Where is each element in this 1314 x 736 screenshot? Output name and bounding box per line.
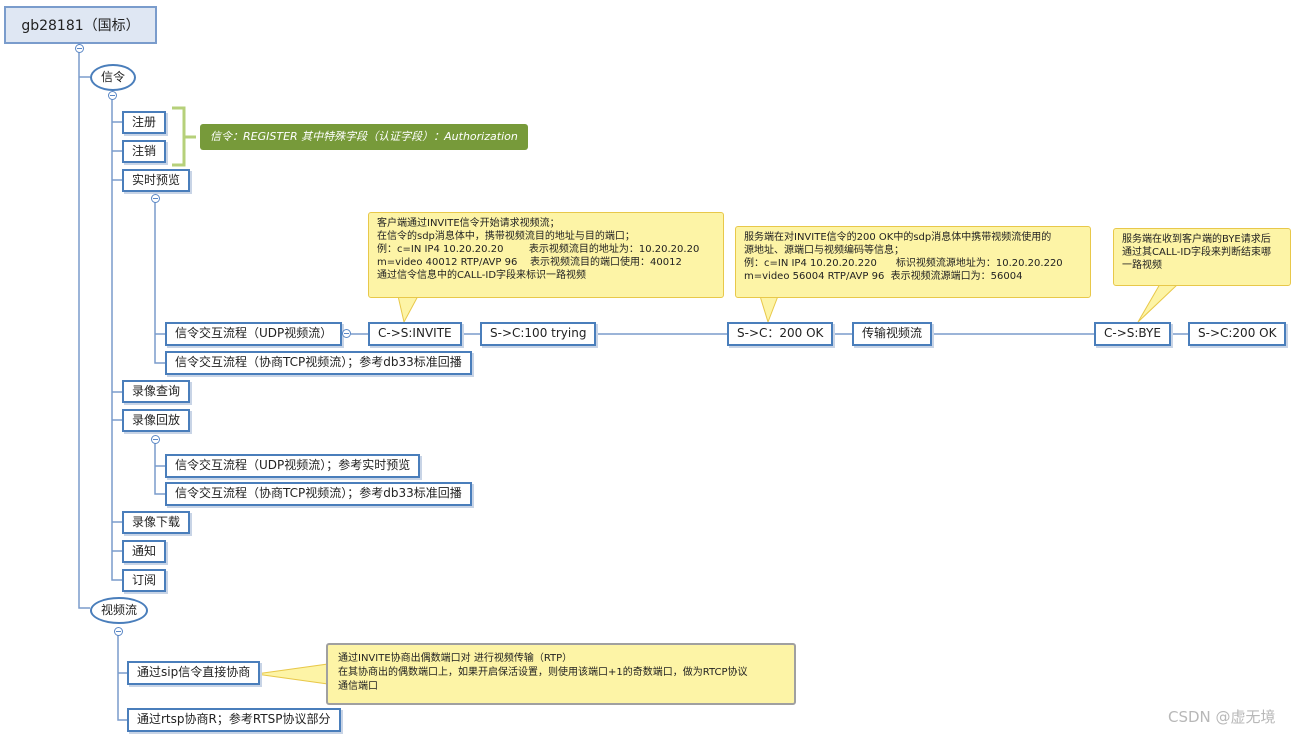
- record-playback-node[interactable]: 录像回放: [122, 409, 191, 432]
- invite-note: 客户端通过INVITE信令开始请求视频流； 在信令的sdp消息体中，携带视频流目…: [368, 212, 724, 298]
- flow-transfer-node[interactable]: 传输视频流: [852, 322, 933, 346]
- video-stream-node[interactable]: 视频流: [90, 597, 148, 624]
- collapse-toggle-icon[interactable]: [151, 194, 160, 203]
- flow-bye-node[interactable]: C->S:BYE: [1094, 322, 1171, 346]
- watermark: CSDN @虚无境: [1168, 708, 1276, 726]
- preview-udp-node[interactable]: 信令交互流程（UDP视频流）: [165, 322, 343, 346]
- collapse-toggle-icon[interactable]: [342, 329, 351, 338]
- flow-200ok-node[interactable]: S->C：200 OK: [727, 322, 834, 346]
- collapse-toggle-icon[interactable]: [151, 435, 160, 444]
- playback-tcp-node[interactable]: 信令交互流程（协商TCP视频流）；参考db33标准回播: [165, 482, 472, 506]
- record-download-node[interactable]: 录像下载: [122, 511, 191, 534]
- notify-node[interactable]: 通知: [122, 540, 167, 563]
- rtsp-negotiate-node[interactable]: 通过rtsp协商R；参考RTSP协议部分: [127, 708, 341, 732]
- collapse-toggle-icon[interactable]: [75, 44, 84, 53]
- bye-note: 服务端在收到客户端的BYE请求后 通过其CALL-ID字段来判断结束哪 一路视频: [1113, 228, 1291, 286]
- auth-note: 信令：REGISTER 其中特殊字段（认证字段）：Authorization: [200, 124, 528, 150]
- ok-note: 服务端在对INVITE信令的200 OK中的sdp消息体中携带视频流使用的 源地…: [735, 226, 1091, 298]
- record-query-node[interactable]: 录像查询: [122, 380, 191, 403]
- collapse-toggle-icon[interactable]: [114, 627, 123, 636]
- collapse-toggle-icon[interactable]: [108, 91, 117, 100]
- register-node[interactable]: 注册: [122, 111, 167, 134]
- flow-invite-node[interactable]: C->S:INVITE: [368, 322, 462, 346]
- signaling-node[interactable]: 信令: [90, 64, 136, 91]
- playback-udp-node[interactable]: 信令交互流程（UDP视频流）；参考实时预览: [165, 454, 421, 478]
- sip-negotiate-node[interactable]: 通过sip信令直接协商: [127, 661, 261, 685]
- root-node[interactable]: gb28181（国标）: [4, 6, 157, 44]
- preview-tcp-node[interactable]: 信令交互流程（协商TCP视频流）；参考db33标准回播: [165, 351, 472, 375]
- unregister-node[interactable]: 注销: [122, 140, 167, 163]
- live-preview-node[interactable]: 实时预览: [122, 169, 191, 192]
- subscribe-node[interactable]: 订阅: [122, 569, 167, 592]
- flow-trying-node[interactable]: S->C:100 trying: [480, 322, 597, 346]
- flow-200ok-final-node[interactable]: S->C:200 OK: [1188, 322, 1287, 346]
- sip-note: 通过INVITE协商出偶数端口对 进行视频传输（RTP） 在其协商出的偶数端口上…: [326, 643, 796, 705]
